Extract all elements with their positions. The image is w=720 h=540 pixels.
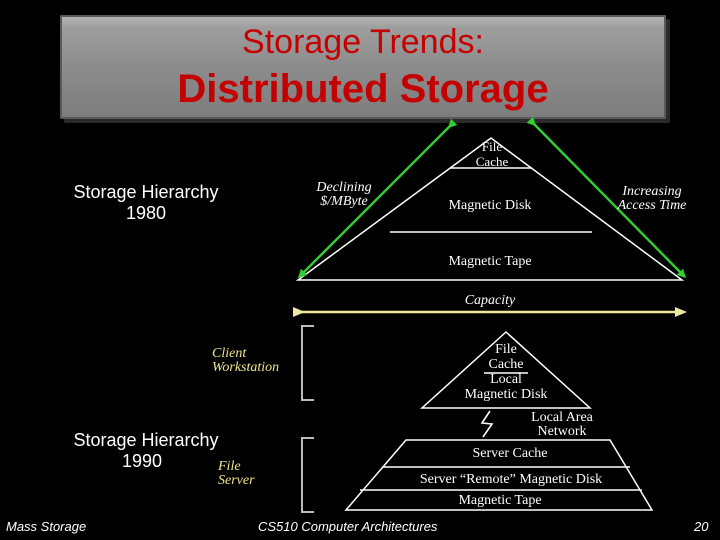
- client-workstation-label: Client Workstation: [212, 347, 279, 375]
- declining-label-line1: Declining: [316, 180, 372, 195]
- increasing-label-line2: Access Time: [617, 198, 687, 213]
- hierarchy-1990-label-line1: Storage Hierarchy: [73, 430, 219, 450]
- capacity-label: Capacity: [464, 293, 516, 308]
- network-label-line2: Network: [537, 424, 587, 439]
- hierarchy-1980-label: Storage Hierarchy 1980: [56, 182, 236, 224]
- increasing-label-line1: Increasing: [622, 184, 682, 199]
- file-cache-1980: File Cache: [460, 139, 524, 169]
- increasing-time-label: Increasing Access Time: [604, 185, 700, 213]
- title-line2: Distributed Storage: [177, 67, 549, 111]
- declining-label-line2: $/MByte: [320, 194, 368, 209]
- network-label-line1: Local Area: [531, 410, 593, 425]
- declining-cost-label: Declining $/MByte: [300, 181, 388, 209]
- client-label-line2: Workstation: [212, 360, 280, 375]
- declining-cost-arrow: [297, 118, 458, 279]
- client-level-local: Local: [490, 372, 522, 387]
- server-trapezoid: [344, 439, 654, 511]
- level-magnetic-disk: Magnetic Disk: [448, 198, 532, 213]
- file-server-label-line2: Server: [218, 473, 255, 488]
- increasing-time-arrow: [526, 116, 687, 279]
- title-bar: Storage Trends: Distributed Storage: [60, 15, 666, 119]
- hierarchy-1980-label-line1: Storage Hierarchy: [73, 182, 219, 202]
- client-level-cache: Cache: [488, 357, 524, 372]
- file-server-label: File Server: [218, 460, 255, 488]
- title-line1: Storage Trends:: [242, 23, 484, 61]
- server-bracket: [301, 437, 314, 513]
- client-level-file: File: [495, 342, 517, 357]
- local-area-network-label: Local Area Network: [516, 411, 608, 439]
- hierarchy-1990-label: Storage Hierarchy 1990: [56, 430, 236, 472]
- hierarchy-1990-year: 1990: [122, 451, 163, 471]
- level-cache: Cache: [475, 154, 509, 169]
- file-server-label-line1: File: [218, 459, 241, 474]
- level-file: File: [481, 139, 503, 154]
- hierarchy-1980-year: 1980: [125, 203, 167, 223]
- footer-page-number: 20: [694, 519, 709, 534]
- client-levels: File Cache Local Magnetic Disk: [444, 342, 568, 402]
- client-bracket: [301, 325, 314, 401]
- client-label-line1: Client: [212, 346, 247, 361]
- server-magnetic-tape-level: Magnetic Tape: [458, 493, 542, 508]
- network-lightning-icon: [480, 410, 494, 438]
- client-level-magnetic-disk: Magnetic Disk: [464, 387, 548, 402]
- level-magnetic-tape: Magnetic Tape: [448, 254, 532, 269]
- footer-left: Mass Storage: [6, 519, 87, 534]
- server-cache-level: Server Cache: [472, 446, 548, 461]
- footer-course: CS510 Computer Architectures: [258, 519, 438, 534]
- client-pyramid: [420, 330, 592, 409]
- server-remote-disk-level: Server “Remote” Magnetic Disk: [419, 472, 603, 487]
